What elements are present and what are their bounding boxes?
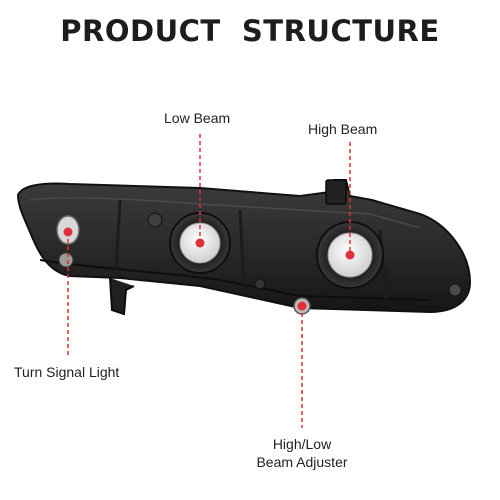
label-turn-signal-light: Turn Signal Light: [14, 364, 120, 380]
headlight-housing: [16, 179, 472, 316]
label-beam-adjuster-line2: Beam Adjuster: [256, 454, 348, 470]
callouts: [63, 134, 355, 428]
label-high-beam: High Beam: [308, 121, 378, 137]
callout-dot-low-beam: [195, 238, 205, 248]
callout-dot-adjuster: [297, 301, 307, 311]
page-title: PRODUCT STRUCTURE: [60, 14, 440, 48]
callout-dot-turn-signal: [63, 227, 73, 237]
label-beam-adjuster-line1: High/Low: [272, 436, 332, 452]
label-low-beam: Low Beam: [164, 110, 231, 126]
callout-dot-high-beam: [345, 250, 355, 260]
